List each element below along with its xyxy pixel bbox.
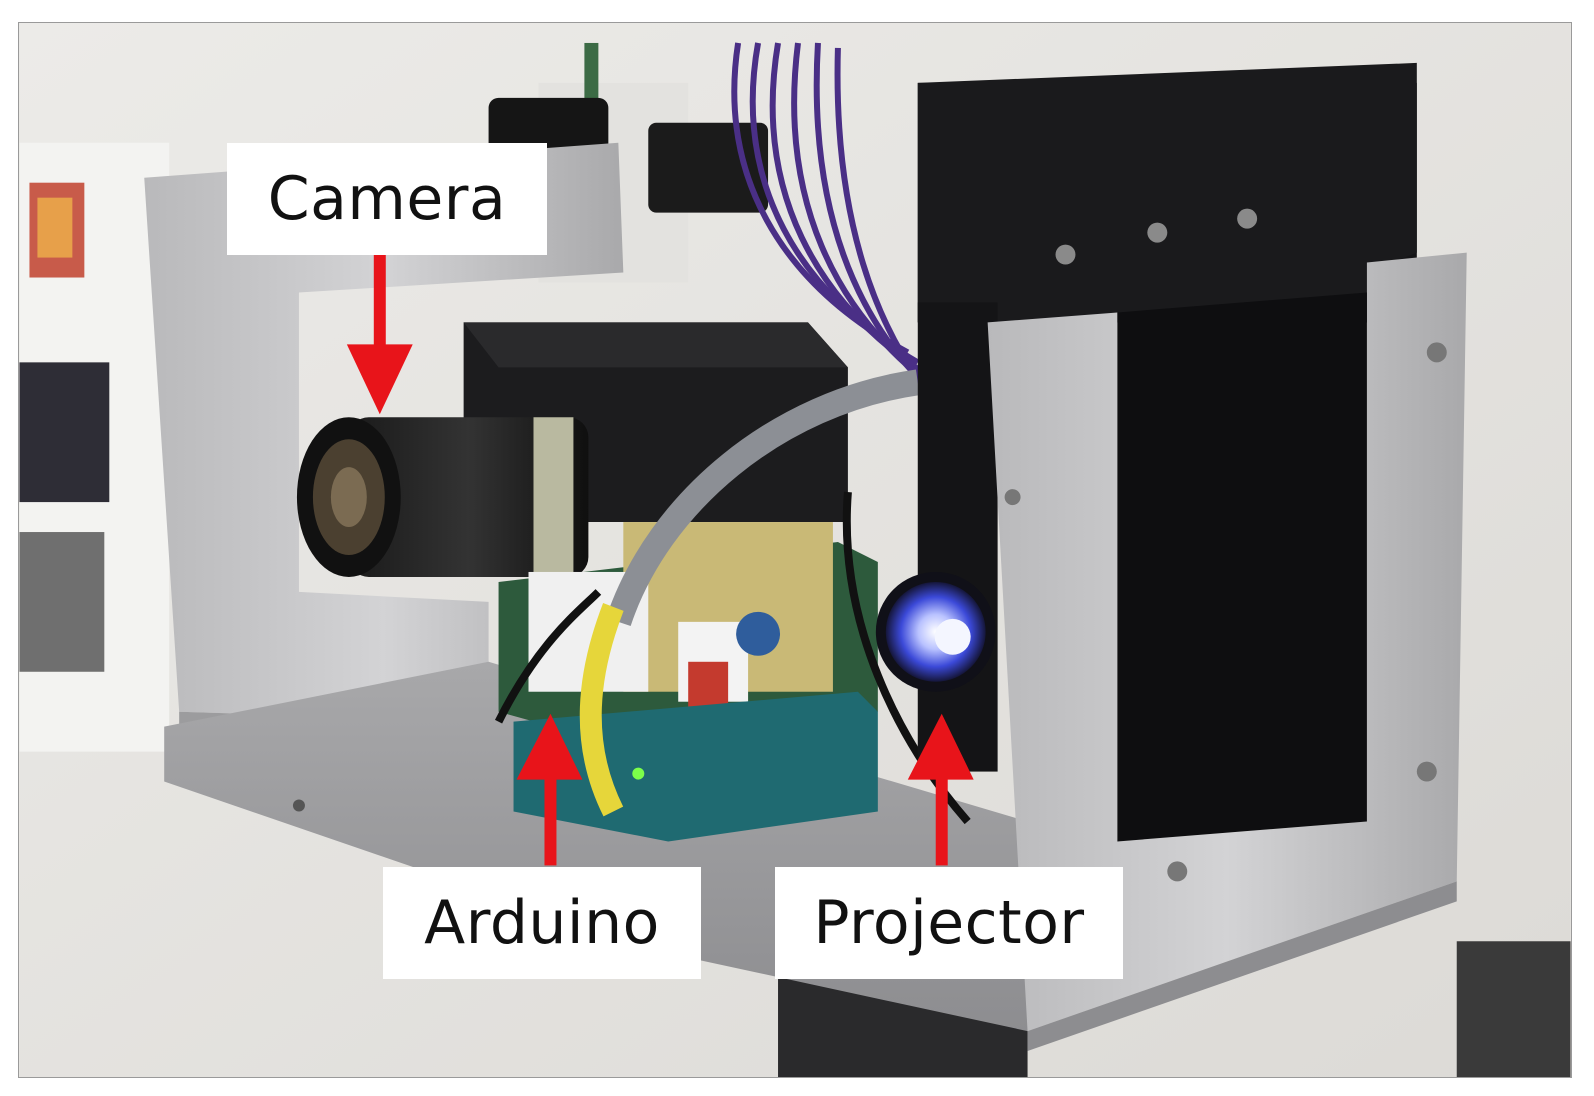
arduino-arrow — [516, 713, 583, 866]
photo-frame: Camera Arduino Projector — [18, 22, 1572, 1078]
projector-arrow — [907, 713, 974, 866]
projector-label: Projector — [775, 867, 1123, 979]
camera-label: Camera — [227, 143, 547, 255]
camera-label-text: Camera — [267, 164, 507, 234]
arduino-label: Arduino — [383, 867, 701, 979]
projector-label-text: Projector — [813, 888, 1085, 958]
camera-arrow — [346, 254, 413, 415]
arduino-label-text: Arduino — [424, 888, 660, 958]
